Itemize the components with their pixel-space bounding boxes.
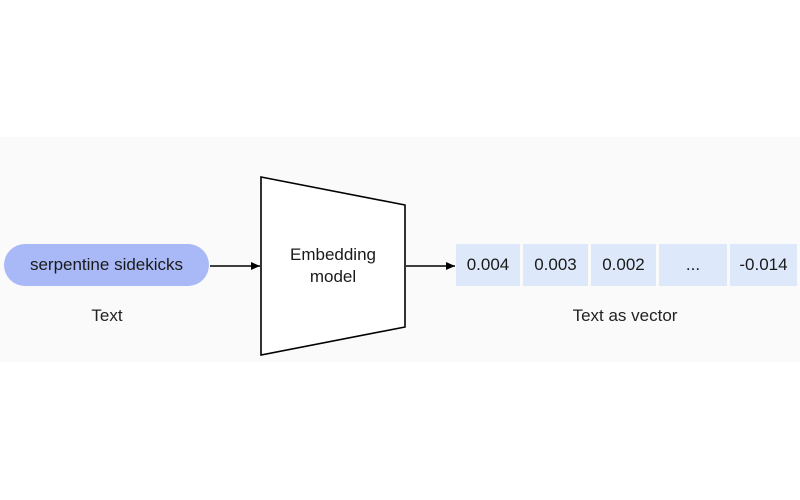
vector-cell: 0.004 xyxy=(456,244,520,286)
vector-cell-value: 0.003 xyxy=(534,255,577,274)
vector-cell-value: -0.014 xyxy=(739,255,788,274)
vector-cell: 0.002 xyxy=(591,244,656,286)
vector-cell: 0.003 xyxy=(523,244,588,286)
input-text-value: serpentine sidekicks xyxy=(29,255,184,274)
vector-cell-value: 0.004 xyxy=(466,255,510,274)
vector-cell: ... xyxy=(659,244,727,286)
output-caption: Text as vector xyxy=(572,306,678,325)
vector-cell: -0.014 xyxy=(730,244,797,286)
input-caption: Text xyxy=(91,306,123,325)
vector-cell-value: 0.002 xyxy=(602,255,645,274)
model-label-line1: Embedding xyxy=(289,245,376,264)
vector-cell-value: ... xyxy=(685,255,701,274)
model-label: Embedding model xyxy=(262,244,404,288)
model-label-line2: model xyxy=(309,267,357,286)
input-text-pill: serpentine sidekicks xyxy=(4,244,209,286)
output-vector: 0.004 0.003 0.002 ... -0.014 xyxy=(456,244,797,286)
embedding-model-shape xyxy=(260,176,406,356)
